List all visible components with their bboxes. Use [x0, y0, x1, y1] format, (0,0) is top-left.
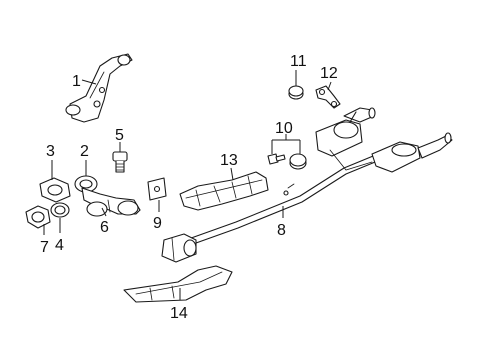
part-4-seal — [50, 202, 70, 218]
callout-1: 1 — [72, 73, 81, 90]
callout-9: 9 — [153, 215, 162, 232]
callout-11: 11 — [290, 53, 307, 70]
callout-5: 5 — [115, 127, 124, 144]
callout-6: 6 — [100, 219, 109, 236]
part-1-bracket — [65, 53, 133, 123]
part-7-gasket — [25, 205, 51, 229]
callout-4: 4 — [55, 237, 64, 254]
part-3-gasket — [39, 177, 71, 203]
part-11-clamp — [288, 85, 304, 100]
callout-7: 7 — [40, 239, 49, 256]
part-14-underbody-shield — [123, 265, 233, 303]
callout-10: 10 — [275, 120, 293, 137]
rear-muffler-assembly — [315, 107, 453, 173]
part-13-heat-shield — [179, 171, 269, 211]
part-9-shield-plate — [147, 177, 167, 201]
part-6-manifold-pipe — [81, 187, 141, 217]
callout-labels: 1 2 3 4 5 6 7 8 9 10 11 12 13 14 — [40, 53, 338, 322]
callout-12: 12 — [320, 65, 338, 82]
callout-3: 3 — [46, 143, 55, 160]
callout-8: 8 — [277, 222, 286, 239]
part-12-hanger — [315, 85, 341, 109]
callout-2: 2 — [80, 143, 89, 160]
leader-lines — [43, 70, 332, 300]
part-5-bolt — [112, 151, 128, 173]
callout-14: 14 — [170, 305, 188, 322]
callout-13: 13 — [220, 152, 238, 169]
part-10-fasteners — [267, 153, 307, 170]
